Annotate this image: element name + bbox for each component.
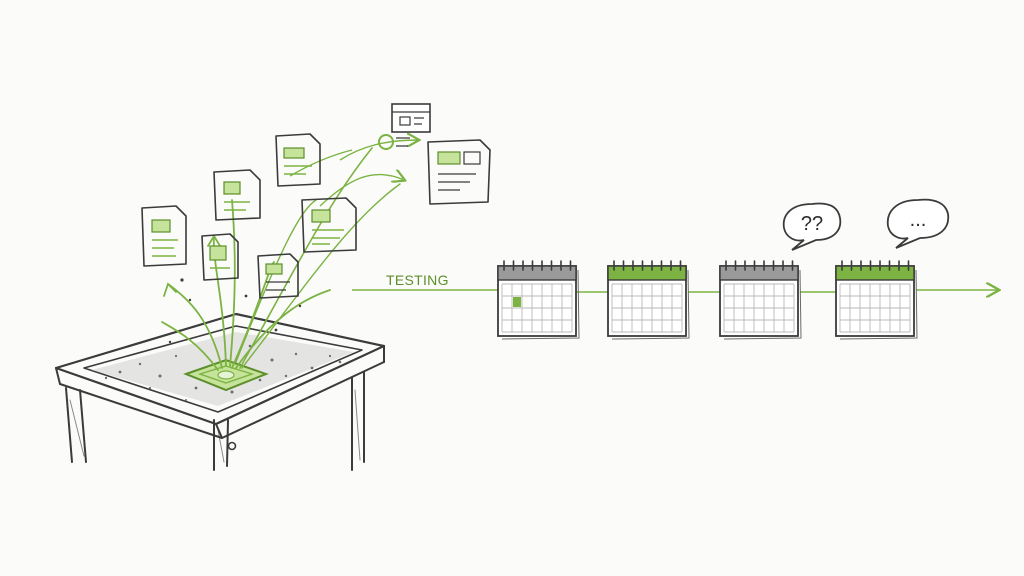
speech-bubble-question: ?? — [782, 202, 842, 251]
calendar-icon — [497, 260, 580, 340]
bubble-text-ellipsis: ... — [910, 209, 927, 231]
calendar-icon — [719, 260, 802, 340]
speech-bubble-ellipsis: ... — [886, 198, 950, 249]
calendar-row — [497, 260, 918, 340]
calendar-icon — [835, 260, 918, 340]
sprout-lines — [161, 147, 401, 371]
sandbox-table-icon — [54, 312, 386, 471]
timeline-arrow — [352, 290, 998, 292]
highlighted-day — [513, 297, 521, 307]
bubble-text-question: ?? — [801, 213, 823, 235]
calendar-icon — [607, 260, 690, 340]
testing-label: TESTING — [386, 272, 449, 288]
document-icon — [141, 103, 491, 344]
